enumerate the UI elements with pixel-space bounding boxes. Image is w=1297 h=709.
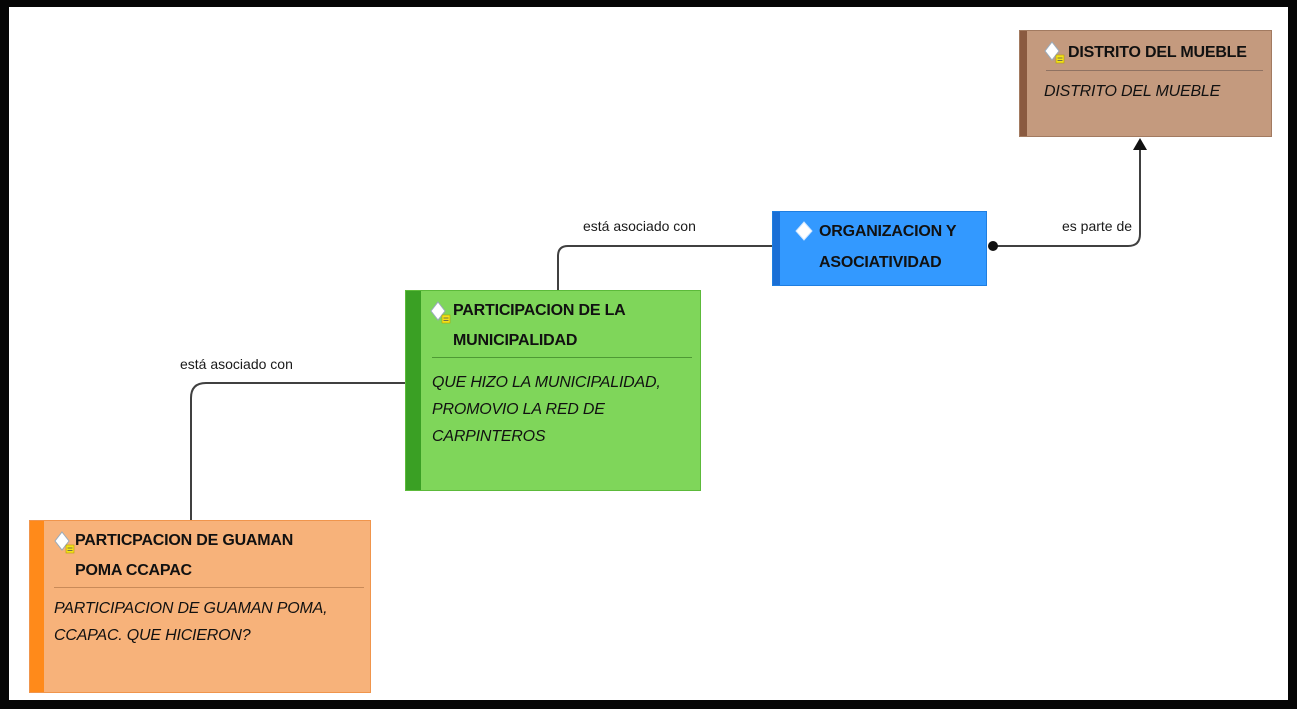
code-node-guaman[interactable]: PARTICPACION DE GUAMAN POMA CCAPAC PARTI… [29, 520, 371, 693]
link-label-asociado-lower: está asociado con [180, 356, 293, 372]
code-node-municipalidad[interactable]: PARTICIPACION DE LA MUNICIPALIDAD QUE HI… [405, 290, 701, 491]
node-comment: DISTRITO DEL MUEBLE [1044, 83, 1221, 100]
node-color-bar [773, 212, 780, 285]
arrowhead-icon [1133, 138, 1147, 150]
node-title-line1: ORGANIZACION Y [819, 223, 957, 240]
node-title-line1: PARTICPACION DE GUAMAN [75, 532, 294, 549]
link-asociado-municipalidad-organizacion[interactable] [557, 245, 772, 290]
node-separator [1046, 70, 1263, 71]
node-comment-line1: PARTICIPACION DE GUAMAN POMA, [54, 600, 328, 617]
node-color-bar [406, 291, 421, 490]
node-title-line2: MUNICIPALIDAD [453, 332, 578, 349]
code-diamond-icon [795, 221, 813, 241]
link-es-parte-de[interactable] [993, 148, 1141, 247]
code-diamond-icon [430, 301, 451, 324]
node-separator [54, 587, 364, 588]
link-start-dot [988, 241, 998, 251]
node-comment-line3: CARPINTEROS [432, 428, 546, 445]
code-diamond-icon [54, 531, 75, 554]
code-node-distrito[interactable]: DISTRITO DEL MUEBLE DISTRITO DEL MUEBLE [1019, 30, 1272, 137]
node-comment-line2: PROMOVIO LA RED DE [432, 401, 605, 418]
node-title-line2: POMA CCAPAC [75, 562, 192, 579]
node-comment-line2: CCAPAC. QUE HICIERON? [54, 627, 251, 644]
link-asociado-guaman-municipalidad[interactable] [190, 382, 406, 520]
node-title: DISTRITO DEL MUEBLE [1068, 44, 1247, 61]
code-diamond-icon [1044, 41, 1065, 64]
link-label-es-parte-de: es parte de [1062, 218, 1133, 234]
node-color-bar [30, 521, 44, 692]
link-label-asociado-upper: está asociado con [583, 218, 696, 234]
node-title-line1: PARTICIPACION DE LA [453, 302, 626, 319]
node-separator [432, 357, 692, 358]
node-color-bar [1020, 31, 1027, 136]
node-title-line2: ASOCIATIVIDAD [819, 254, 942, 271]
node-comment-line1: QUE HIZO LA MUNICIPALIDAD, [432, 374, 661, 391]
code-node-organizacion[interactable]: ORGANIZACION Y ASOCIATIVIDAD [772, 211, 987, 286]
